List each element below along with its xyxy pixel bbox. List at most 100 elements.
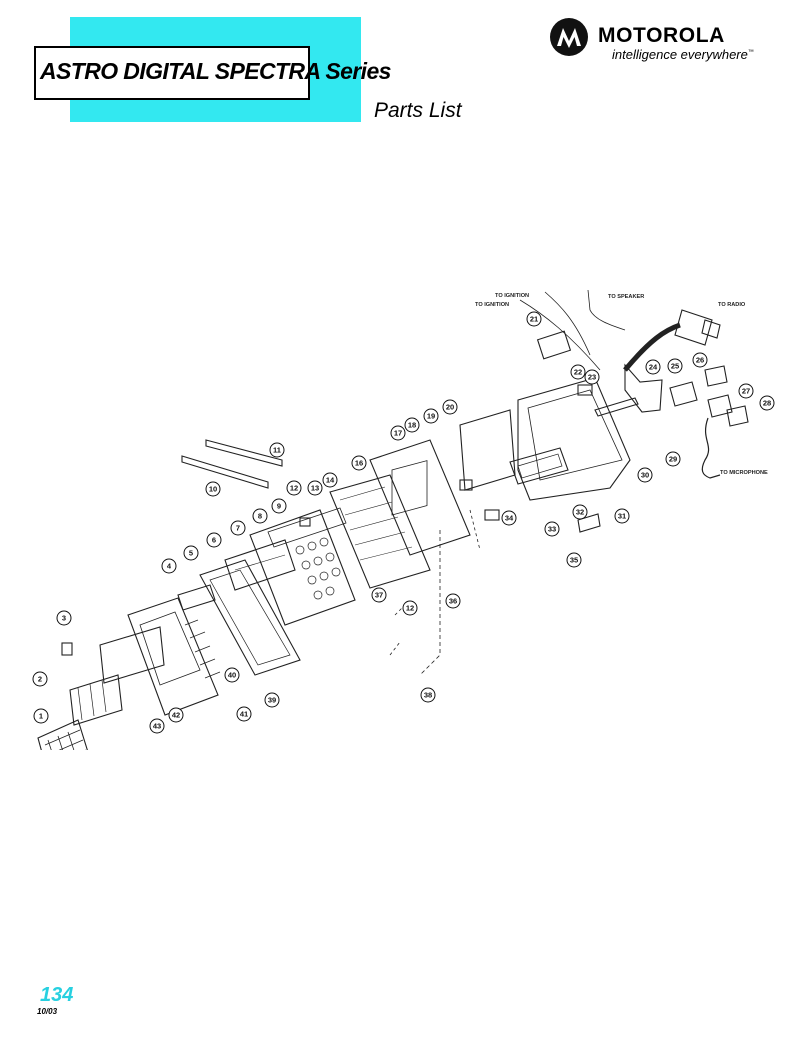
part-connector-26 xyxy=(704,365,728,387)
callout-38: 38 xyxy=(420,687,436,703)
exploded-parts-diagram: TO IGNITION TO IGNITION TO SPEAKER TO RA… xyxy=(32,289,775,750)
callout-17: 17 xyxy=(390,425,406,441)
callout-28: 28 xyxy=(759,395,775,411)
motorola-batwing-icon xyxy=(550,18,588,56)
callout-20: 20 xyxy=(442,399,458,415)
svg-text:40: 40 xyxy=(228,671,236,680)
callout-33: 33 xyxy=(544,521,560,537)
callout-27: 27 xyxy=(738,383,754,399)
svg-text:8: 8 xyxy=(258,512,262,521)
part-key-small-2 xyxy=(61,642,73,656)
part-label-21 xyxy=(536,330,572,360)
svg-text:2: 2 xyxy=(38,675,42,684)
callout-24: 24 xyxy=(645,359,661,375)
callout-39: 39 xyxy=(264,692,280,708)
svg-text:9: 9 xyxy=(277,502,281,511)
svg-text:42: 42 xyxy=(172,711,180,720)
callout-5: 5 xyxy=(183,545,199,561)
part-display-lens xyxy=(99,626,165,684)
callout-3: 3 xyxy=(56,610,72,626)
svg-text:35: 35 xyxy=(570,556,578,565)
part-rail-10 xyxy=(181,455,269,489)
callout-6: 6 xyxy=(206,532,222,548)
part-rail-11 xyxy=(205,439,283,467)
svg-text:18: 18 xyxy=(408,421,416,430)
svg-text:43: 43 xyxy=(153,722,161,731)
callout-16: 16 xyxy=(351,455,367,471)
svg-text:34: 34 xyxy=(505,514,514,523)
svg-text:19: 19 xyxy=(427,412,435,421)
callout-19: 19 xyxy=(423,408,439,424)
svg-text:32: 32 xyxy=(576,508,584,517)
part-9 xyxy=(299,517,311,527)
callout-37: 37 xyxy=(371,587,387,603)
part-connector-27 xyxy=(707,394,733,418)
label-to-microphone: TO MICROPHONE xyxy=(720,470,768,476)
callout-32: 32 xyxy=(572,504,588,520)
svg-text:31: 31 xyxy=(618,512,626,521)
svg-text:23: 23 xyxy=(588,373,596,382)
brand-tagline: intelligence everywhere™ xyxy=(612,47,754,62)
svg-text:37: 37 xyxy=(375,591,383,600)
callout-34: 34 xyxy=(501,510,517,526)
svg-text:10: 10 xyxy=(209,485,217,494)
callout-40: 40 xyxy=(224,667,240,683)
callout-18: 18 xyxy=(404,417,420,433)
callout-31: 31 xyxy=(614,508,630,524)
svg-text:30: 30 xyxy=(641,471,649,480)
svg-text:6: 6 xyxy=(212,536,216,545)
callout-11: 11 xyxy=(269,442,285,458)
callout-12-a: 12 xyxy=(286,480,302,496)
svg-text:29: 29 xyxy=(669,455,677,464)
svg-text:17: 17 xyxy=(394,429,402,438)
part-strip-6 xyxy=(224,539,296,591)
label-to-ignition-1: TO IGNITION xyxy=(495,293,529,299)
svg-text:3: 3 xyxy=(62,614,66,623)
callout-2: 2 xyxy=(32,671,48,687)
part-strip-4 xyxy=(177,584,216,611)
label-to-ignition-2: TO IGNITION xyxy=(475,302,509,308)
label-to-speaker: TO SPEAKER xyxy=(608,294,644,300)
part-clip xyxy=(577,513,601,533)
callout-13: 13 xyxy=(307,480,323,496)
svg-text:1: 1 xyxy=(39,712,43,721)
svg-text:21: 21 xyxy=(530,315,538,324)
callout-25: 25 xyxy=(667,358,683,374)
callout-1: 1 xyxy=(33,708,49,724)
svg-text:25: 25 xyxy=(671,362,679,371)
callout-43: 43 xyxy=(149,718,165,734)
svg-text:38: 38 xyxy=(424,691,432,700)
svg-text:36: 36 xyxy=(449,597,457,606)
svg-text:12: 12 xyxy=(290,484,298,493)
part-front-housing xyxy=(127,597,219,716)
callout-21: 21 xyxy=(526,311,542,327)
svg-text:41: 41 xyxy=(240,710,248,719)
svg-text:11: 11 xyxy=(273,446,281,455)
part-back-housing xyxy=(517,377,631,501)
part-cable xyxy=(623,322,681,372)
svg-text:24: 24 xyxy=(649,363,658,372)
svg-text:22: 22 xyxy=(574,368,582,377)
title-box-frame xyxy=(34,46,310,100)
svg-text:26: 26 xyxy=(696,356,704,365)
part-connector-28 xyxy=(726,405,749,427)
part-connector-strip xyxy=(594,397,639,417)
svg-text:33: 33 xyxy=(548,525,556,534)
svg-text:13: 13 xyxy=(311,484,319,493)
callout-35: 35 xyxy=(566,552,582,568)
svg-text:27: 27 xyxy=(742,387,750,396)
callout-23: 23 xyxy=(584,369,600,385)
revision-date: 10/03 xyxy=(37,1007,58,1016)
part-board-19 xyxy=(459,409,516,491)
part-coiled-cord xyxy=(701,417,721,479)
part-gasket xyxy=(199,559,301,676)
part-keypad-membrane xyxy=(249,509,356,626)
callout-10: 10 xyxy=(205,481,221,497)
part-board-13 xyxy=(329,474,431,589)
callout-22: 22 xyxy=(570,364,586,380)
part-display-board xyxy=(369,439,471,556)
page-number: 134 xyxy=(40,984,74,1006)
series-title: ASTRO DIGITAL SPECTRA Series xyxy=(40,58,391,84)
part-label-23 xyxy=(577,384,593,396)
svg-text:12: 12 xyxy=(406,604,414,613)
